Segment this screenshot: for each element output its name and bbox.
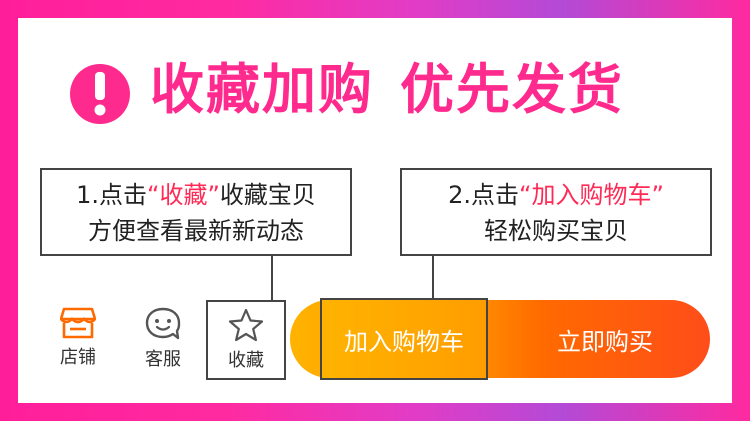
- headline-left: 收藏加购: [150, 58, 374, 121]
- store-icon: [60, 307, 96, 339]
- chat-face-icon: [145, 307, 181, 340]
- headline: 收藏加购优先发货: [150, 55, 624, 125]
- favorite-instruction-line1: 1.点击“收藏”收藏宝贝: [42, 177, 350, 213]
- service-label: 客服: [145, 349, 181, 370]
- star-icon: [228, 308, 264, 342]
- add-to-cart-button[interactable]: 加入购物车: [320, 298, 488, 380]
- buy-now-button[interactable]: 立即购买: [500, 300, 710, 378]
- cart-step-quoted: “加入购物车”: [519, 181, 664, 209]
- favorite-step-prefix: 1.点击: [76, 181, 148, 209]
- favorite-instruction-line2: 方便查看最新新动态: [88, 217, 304, 245]
- add-to-cart-label: 加入购物车: [344, 327, 464, 356]
- favorite-label: 收藏: [228, 350, 264, 371]
- store-button[interactable]: 店铺: [48, 307, 108, 369]
- cart-instruction-line1: 2.点击“加入购物车”: [402, 177, 710, 213]
- favorite-button[interactable]: 收藏: [206, 300, 286, 380]
- buy-now-label: 立即购买: [557, 327, 653, 356]
- headline-right: 优先发货: [400, 58, 624, 121]
- exclamation-icon: [70, 64, 130, 124]
- cart-step-prefix: 2.点击: [448, 181, 520, 209]
- favorite-instruction-callout: 1.点击“收藏”收藏宝贝 方便查看最新新动态: [40, 168, 352, 256]
- customer-service-button[interactable]: 客服: [130, 307, 196, 371]
- cart-instruction-callout: 2.点击“加入购物车” 轻松购买宝贝: [400, 168, 712, 256]
- store-label: 店铺: [60, 347, 96, 368]
- cart-connector-line: [432, 256, 434, 302]
- cart-instruction-line2: 轻松购买宝贝: [484, 217, 628, 245]
- favorite-step-quoted: “收藏”: [147, 181, 220, 209]
- favorite-step-suffix: 收藏宝贝: [219, 181, 316, 209]
- favorite-connector-line: [271, 256, 273, 302]
